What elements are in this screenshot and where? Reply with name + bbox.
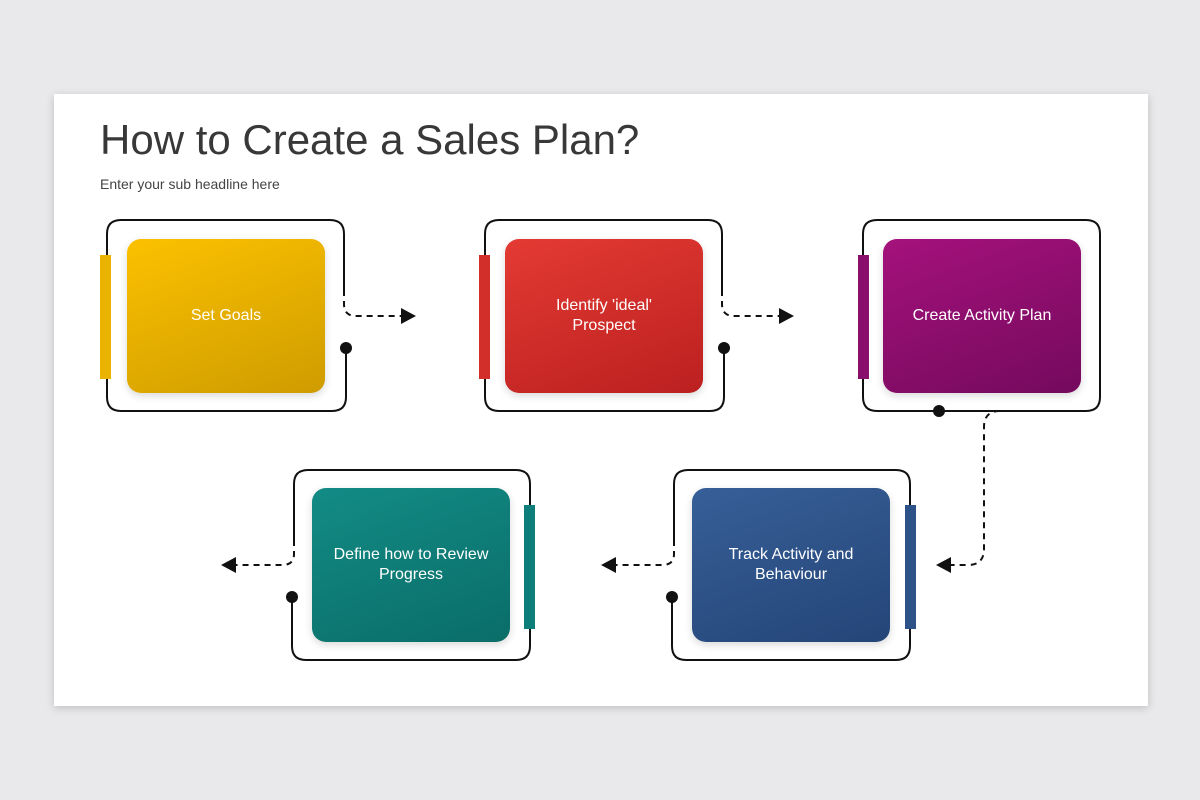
connector-2-3 — [721, 290, 784, 317]
dot-step-4 — [666, 591, 678, 603]
accent-bar-step-1 — [100, 255, 111, 379]
dot-step-5 — [286, 591, 298, 603]
dot-step-2 — [718, 342, 730, 354]
connector-3-4 — [951, 410, 1001, 566]
dot-step-1 — [340, 342, 352, 354]
accent-bar-step-2 — [479, 255, 490, 379]
accent-bar-step-4 — [905, 505, 916, 629]
slide: How to Create a Sales Plan? Enter your s… — [54, 94, 1148, 706]
step-label: Track Activity and Behaviour — [728, 546, 854, 583]
arrowhead-4-5 — [601, 557, 616, 573]
arrowhead-1-2 — [401, 308, 416, 324]
arrowhead-2-3 — [779, 308, 794, 324]
step-label: Set Goals — [190, 307, 262, 324]
step-box-identify-prospect: Identify 'ideal' Prospect — [505, 239, 703, 393]
step-box-create-activity-plan: Create Activity Plan — [883, 239, 1081, 393]
step-box-track-activity: Track Activity and Behaviour — [692, 488, 890, 642]
connector-4-5 — [614, 540, 675, 566]
frame-step-3 — [862, 219, 1101, 412]
step-label: Define how to Review Progress — [333, 546, 489, 583]
connector-5-out — [234, 540, 295, 566]
flow-connectors — [106, 219, 1101, 661]
accent-bar-step-3 — [858, 255, 869, 379]
step-label: Identify 'ideal' Prospect — [556, 297, 652, 334]
arrowhead-5-out — [221, 557, 236, 573]
page-subtitle: Enter your sub headline here — [100, 176, 280, 192]
step-label: Create Activity Plan — [912, 307, 1052, 324]
dot-step-3 — [933, 405, 945, 417]
step-box-set-goals: Set Goals — [127, 239, 325, 393]
step-box-review-progress: Define how to Review Progress — [312, 488, 510, 642]
accent-bar-step-5 — [524, 505, 535, 629]
arrowhead-3-4 — [936, 557, 951, 573]
page-title: How to Create a Sales Plan? — [100, 116, 640, 163]
connector-1-2 — [343, 290, 406, 317]
